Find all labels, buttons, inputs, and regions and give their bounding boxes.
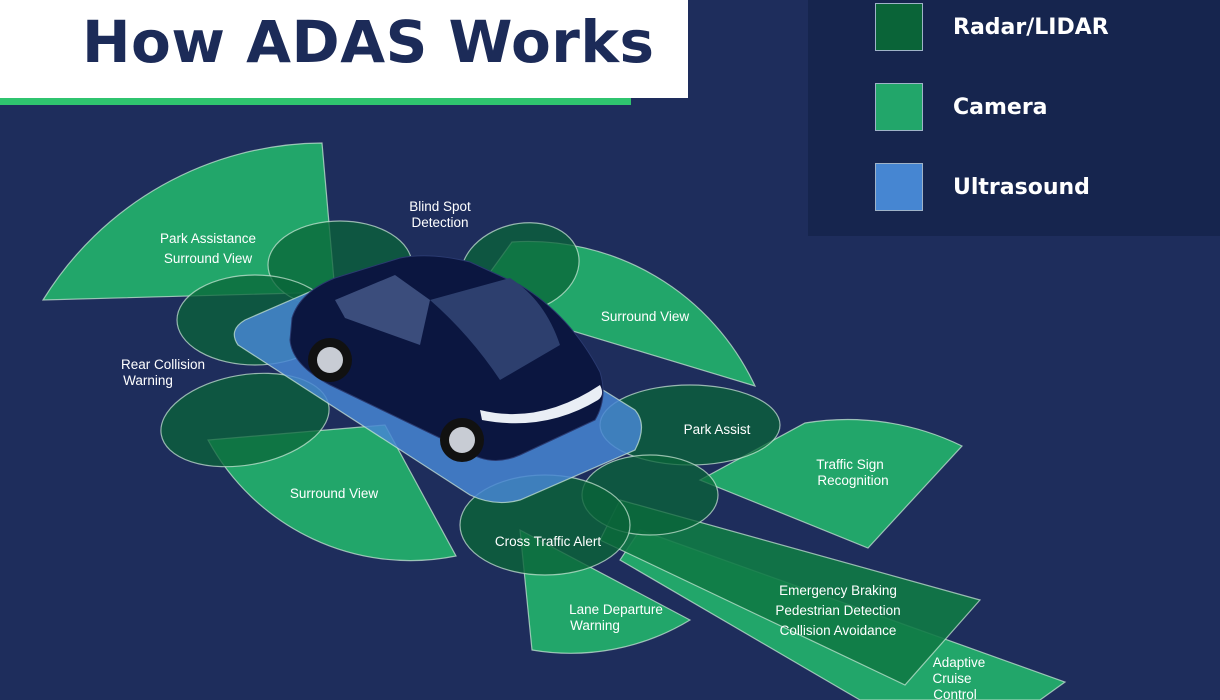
label-traffic-sign: Traffic Sign bbox=[816, 457, 884, 472]
legend-item-ultrasound: Ultrasound bbox=[875, 163, 1090, 211]
legend-item-radar: Radar/LIDAR bbox=[875, 3, 1109, 51]
zone-park-assistance bbox=[41, 142, 336, 301]
legend: Radar/LIDAR Camera Ultrasound bbox=[808, 0, 1220, 236]
label-surround-view-right: Surround View bbox=[601, 309, 690, 324]
radar-swatch bbox=[875, 3, 923, 51]
car-headlight bbox=[480, 385, 603, 424]
label-lane-departure: Lane Departure bbox=[569, 602, 663, 617]
ultrasound-swatch bbox=[875, 163, 923, 211]
zone-rear-collision bbox=[160, 372, 330, 468]
label-adaptive-cruise: Adaptive bbox=[933, 655, 986, 670]
page-title: How ADAS Works bbox=[82, 8, 655, 76]
car-illustration bbox=[289, 255, 604, 462]
title-underline bbox=[0, 98, 631, 105]
car-windshield bbox=[430, 278, 560, 380]
title-banner: How ADAS Works bbox=[0, 0, 688, 98]
label-park-assistance: Park Assistance bbox=[160, 231, 256, 246]
label-blind-spot: Blind Spot bbox=[409, 199, 471, 214]
camera-swatch bbox=[875, 83, 923, 131]
legend-item-camera: Camera bbox=[875, 83, 1048, 131]
zone-traffic-sign bbox=[698, 418, 963, 549]
label-cross-traffic: Cross Traffic Alert bbox=[495, 534, 602, 549]
car-side-window bbox=[335, 275, 430, 345]
label-surround-view-left: Surround View bbox=[290, 486, 379, 501]
label-park-assist: Park Assist bbox=[684, 422, 751, 437]
label-rear-collision: Rear Collision bbox=[121, 357, 205, 372]
label-emergency: Emergency Braking bbox=[779, 583, 897, 598]
